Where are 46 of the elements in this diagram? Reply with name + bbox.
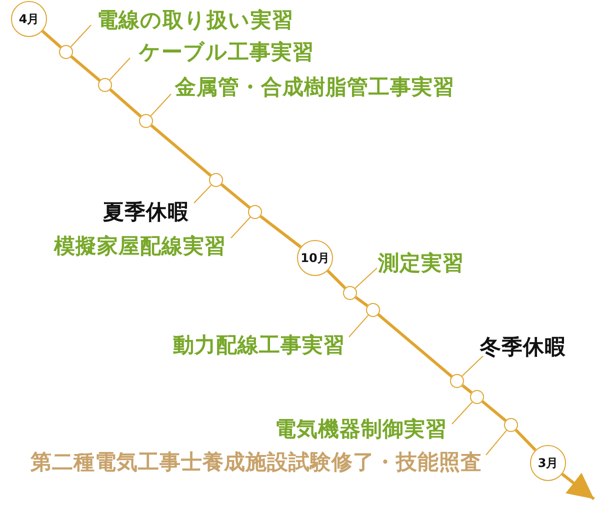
course-label: 冬季休暇 [480, 334, 566, 360]
milestone-dot [450, 374, 464, 388]
course-label: 動力配線工事実習 [173, 332, 345, 358]
milestone-dot [248, 205, 262, 219]
leader-line [70, 24, 92, 48]
timeline-line [41, 30, 62, 48]
course-label: 模擬家屋配線実習 [54, 233, 226, 259]
timeline-line [377, 313, 453, 378]
leader-line [348, 314, 369, 338]
milestone-dot [59, 45, 73, 59]
milestone-dot [139, 114, 153, 128]
leader-line [109, 58, 130, 80]
course-label: 測定実習 [378, 250, 464, 276]
course-label: 第二種電気工事士養成施設試験修了・技能照査 [30, 449, 482, 475]
month-circle: 3月 [530, 445, 566, 481]
leader-line [354, 268, 378, 289]
milestone-dot [366, 303, 380, 317]
timeline-line [260, 215, 302, 248]
timeline-line [70, 55, 101, 82]
timeline-line [150, 124, 212, 177]
timeline-line [462, 384, 472, 394]
leader-line [194, 184, 212, 204]
course-label: 電気機器制御実習 [275, 416, 447, 442]
timeline-line [354, 296, 368, 308]
course-label: 金属管・合成樹脂管工事実習 [175, 74, 454, 100]
timeline-line [514, 428, 536, 452]
month-circle: 10月 [297, 240, 333, 276]
timeline-line [481, 400, 507, 422]
timeline-arrow [561, 472, 595, 500]
leader-line [486, 430, 507, 456]
month-circle: 4月 [11, 1, 47, 37]
milestone-dot [98, 78, 112, 92]
timeline-line [220, 183, 251, 209]
course-label: 夏季休暇 [103, 199, 189, 225]
course-label: 電線の取り扱い実習 [97, 7, 294, 33]
leader-line [462, 356, 484, 377]
milestone-dot [209, 173, 223, 187]
course-label: ケーブル工事実習 [139, 39, 314, 65]
leader-line [230, 216, 251, 238]
timeline-line [326, 270, 346, 290]
leader-line [150, 94, 172, 116]
timeline-line [109, 88, 142, 118]
milestone-dot [504, 418, 518, 432]
milestone-dot [343, 286, 357, 300]
milestone-dot [470, 390, 484, 404]
leader-line [452, 402, 473, 424]
